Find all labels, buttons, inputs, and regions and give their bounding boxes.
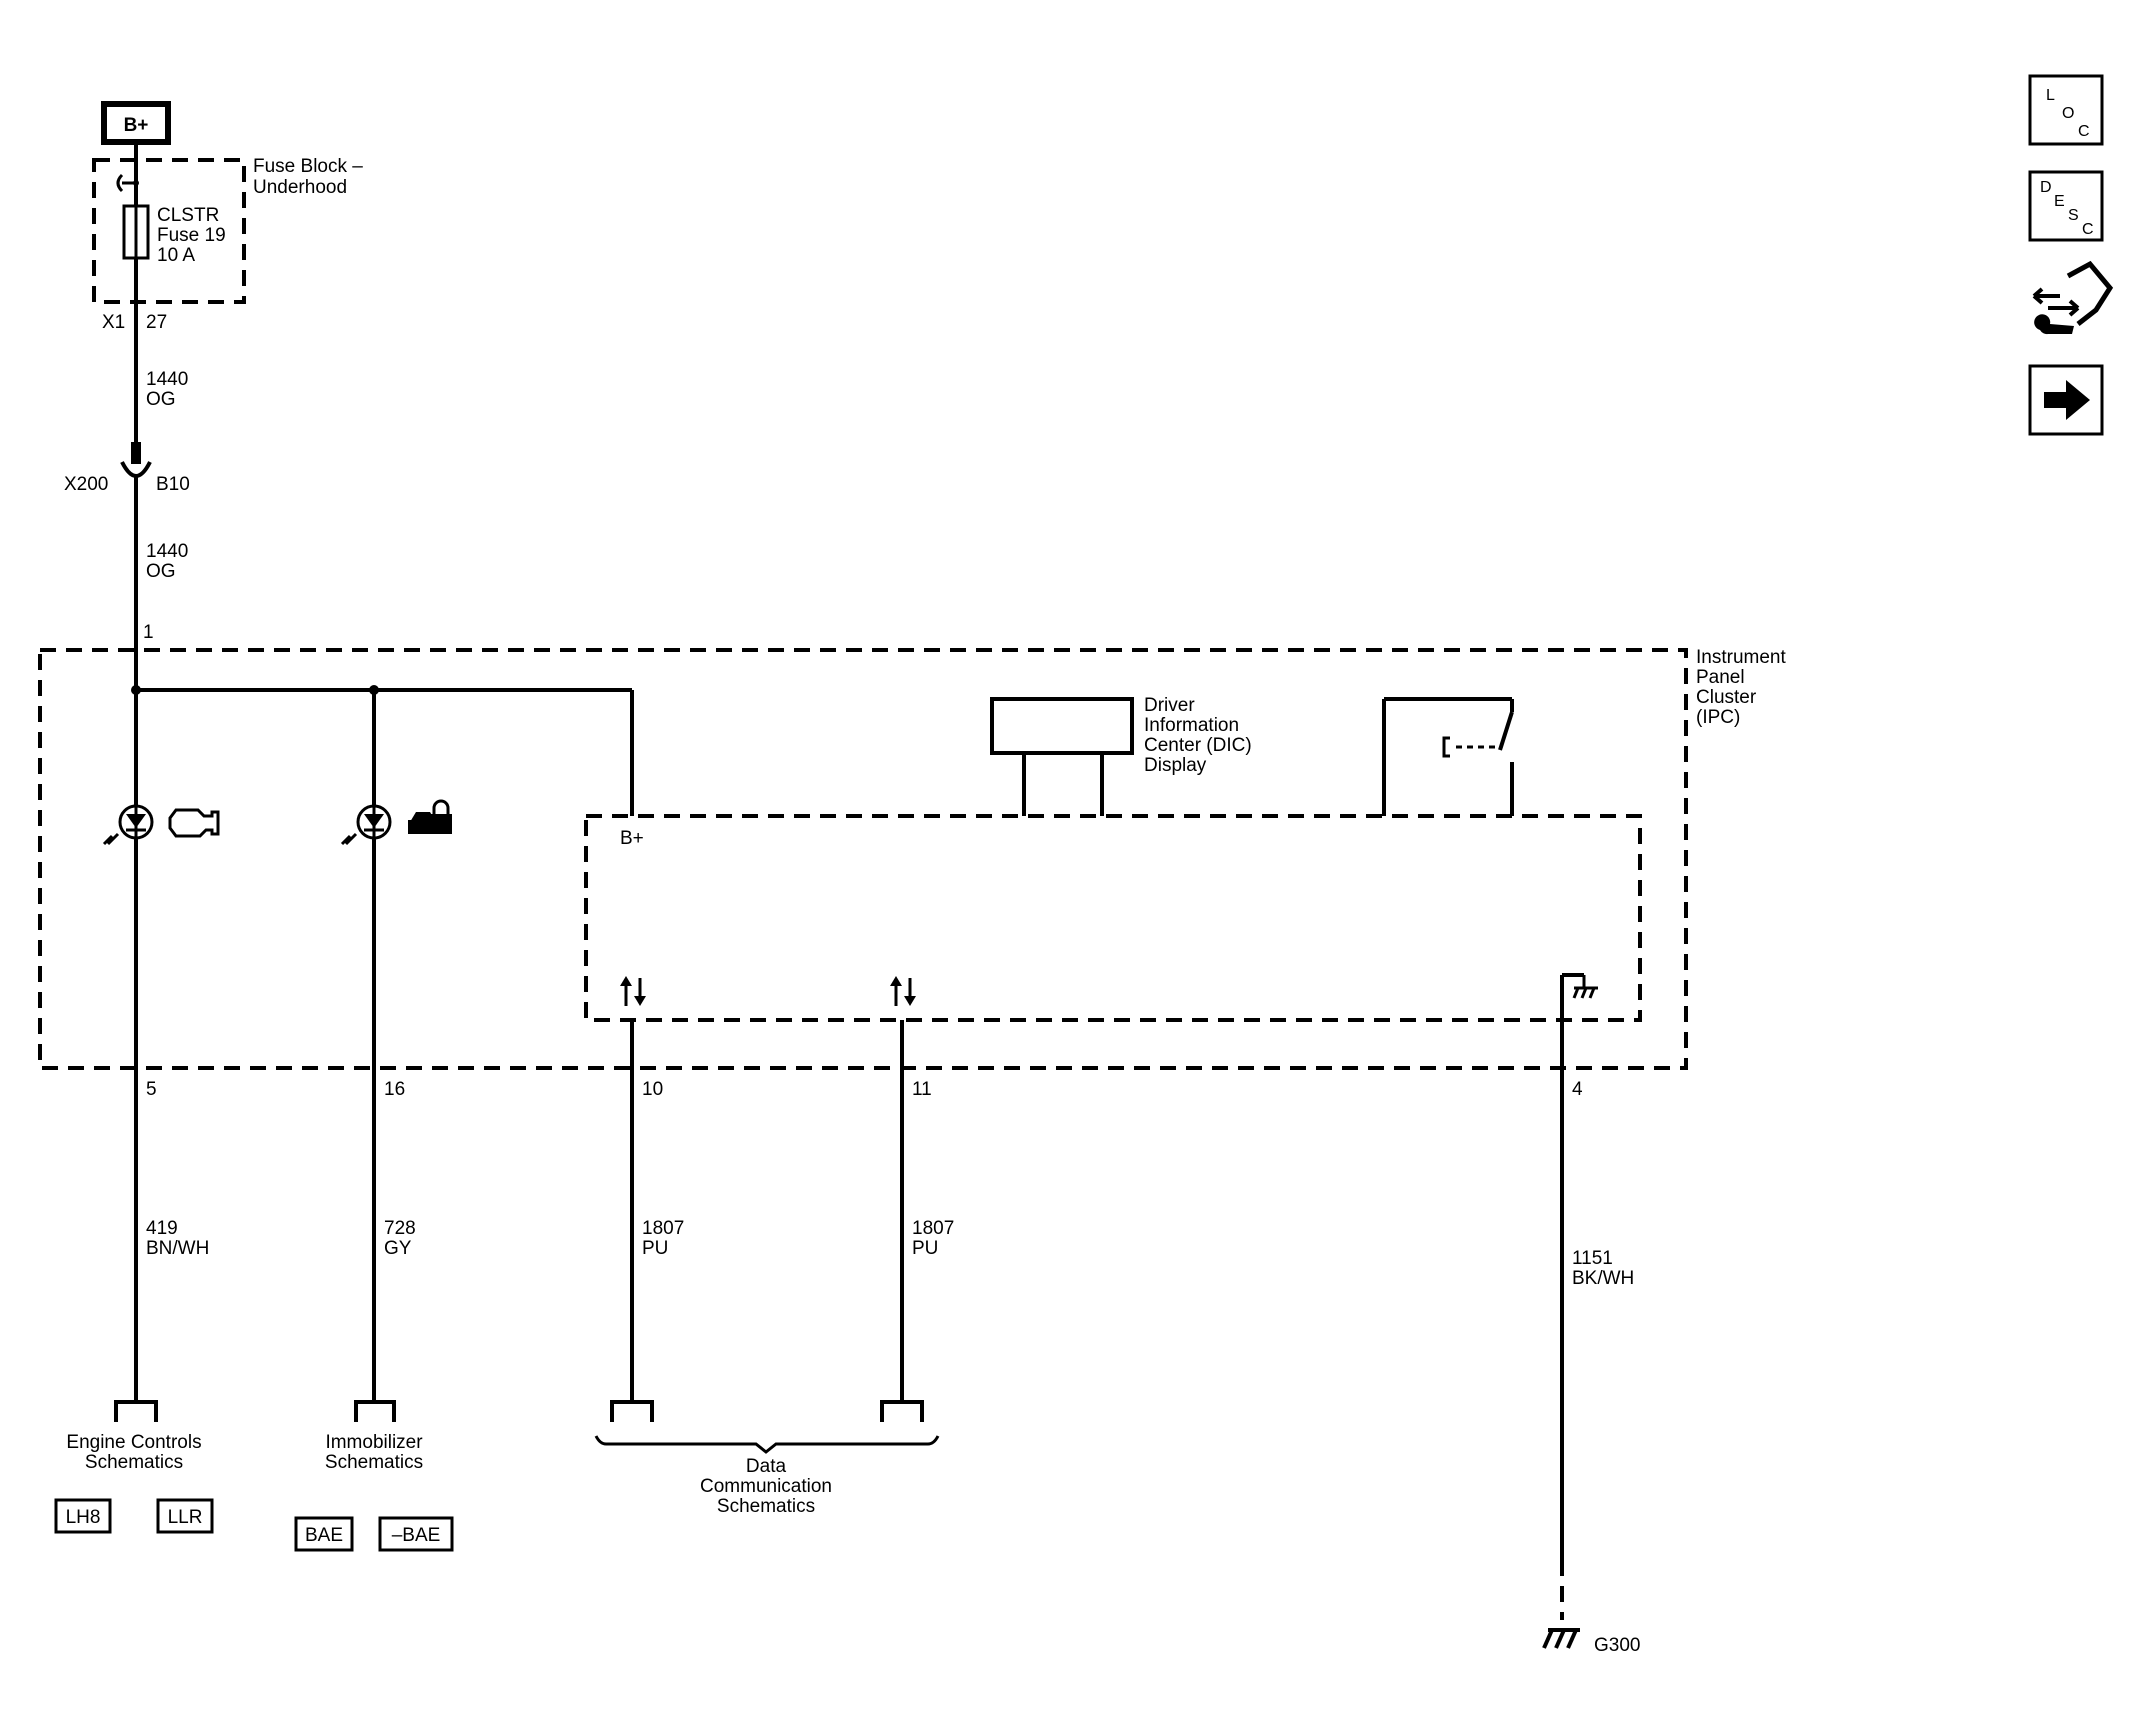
ipc-label-4: (IPC) bbox=[1696, 707, 1740, 728]
dic-label-4: Display bbox=[1144, 755, 1207, 776]
pin-10: 10 bbox=[642, 1079, 663, 1100]
data-line-pin-10 bbox=[620, 976, 646, 1400]
battery-source-label: B+ bbox=[124, 115, 149, 136]
data-ref-label-2: Communication bbox=[700, 1476, 832, 1497]
inline-connector-name: X200 bbox=[64, 474, 108, 495]
feed-wire-1-color: OG bbox=[146, 389, 176, 410]
engine-icon bbox=[168, 808, 220, 838]
pin-4: 4 bbox=[1572, 1079, 1583, 1100]
pin-11: 11 bbox=[912, 1079, 932, 1100]
immo-ref-label-2: Schematics bbox=[325, 1452, 423, 1473]
wire-728-color: GY bbox=[384, 1238, 412, 1259]
fuse-block: Fuse Block – Underhood CLSTR Fuse 19 10 … bbox=[92, 142, 363, 445]
engine-controls-reference[interactable]: Engine Controls Schematics bbox=[66, 1400, 202, 1473]
location-view-button[interactable]: L O C bbox=[2028, 74, 2104, 146]
engine-option-llr[interactable]: LLR bbox=[156, 1498, 214, 1534]
security-lamp bbox=[340, 799, 452, 846]
ipc-label-3: Cluster bbox=[1696, 687, 1757, 708]
arrow-right-icon bbox=[2044, 380, 2090, 420]
fuse-name: CLSTR bbox=[157, 205, 219, 226]
dic-label-2: Information bbox=[1144, 715, 1239, 736]
battery-source: B+ bbox=[101, 101, 171, 145]
next-page-button[interactable] bbox=[2028, 364, 2104, 436]
ipc-control-module: B+ bbox=[584, 814, 1642, 1022]
feed-wire-2-circuit: 1440 bbox=[146, 541, 188, 562]
pin-16: 16 bbox=[384, 1079, 405, 1100]
desc-letter-s: S bbox=[2068, 207, 2079, 224]
dic-display: Driver Information Center (DIC) Display bbox=[990, 695, 1252, 816]
wire-1151-circuit: 1151 bbox=[1572, 1248, 1613, 1269]
desc-letter-c: C bbox=[2082, 221, 2094, 238]
car-lock-icon bbox=[408, 799, 452, 834]
instrument-panel-cluster: Instrument Panel Cluster (IPC) bbox=[38, 647, 1786, 1070]
loc-letter-c: C bbox=[2078, 123, 2090, 140]
wire-1807-b-color: PU bbox=[912, 1238, 938, 1259]
inline-connector-pin: B10 bbox=[156, 474, 190, 495]
engine-option-lh8[interactable]: LH8 bbox=[54, 1498, 112, 1534]
immo-ref-label-1: Immobilizer bbox=[325, 1432, 423, 1453]
immo-option-no-bae[interactable]: –BAE bbox=[378, 1516, 454, 1552]
fuse-number: Fuse 19 bbox=[157, 225, 226, 246]
hand-wrench-icon bbox=[2032, 260, 2114, 335]
ground-circuit: G300 bbox=[1542, 973, 1640, 1656]
engine-option-llr-label: LLR bbox=[168, 1507, 203, 1528]
engine-ref-label-1: Engine Controls bbox=[66, 1432, 201, 1453]
engine-ref-label-2: Schematics bbox=[85, 1452, 183, 1473]
loc-letter-o: O bbox=[2062, 105, 2074, 122]
fuse-block-label-2: Underhood bbox=[253, 177, 347, 198]
diagnostic-procedure-button[interactable] bbox=[2032, 260, 2114, 335]
dic-label-1: Driver bbox=[1144, 695, 1195, 716]
chassis-ground-icon bbox=[1542, 1628, 1580, 1649]
wire-1807-b-circuit: 1807 bbox=[912, 1218, 954, 1239]
desc-letter-e: E bbox=[2054, 193, 2065, 210]
ipc-internal-bplus: B+ bbox=[620, 828, 644, 849]
description-view-button[interactable]: D E S C bbox=[2028, 170, 2104, 242]
data-line-pin-11 bbox=[890, 976, 916, 1400]
pin-5: 5 bbox=[146, 1079, 157, 1100]
immo-option-no-bae-label: –BAE bbox=[392, 1525, 441, 1546]
data-ref-label-1: Data bbox=[746, 1456, 787, 1477]
connector-x1-pin: 27 bbox=[146, 312, 167, 333]
wire-419-color: BN/WH bbox=[146, 1238, 209, 1259]
ipc-feed-pin: 1 bbox=[143, 622, 154, 643]
data-ref-label-3: Schematics bbox=[717, 1496, 815, 1517]
wire-728-circuit: 728 bbox=[384, 1218, 416, 1239]
wire-1807-a-circuit: 1807 bbox=[642, 1218, 684, 1239]
loc-letter-l: L bbox=[2046, 87, 2055, 104]
fuse-block-label-1: Fuse Block – bbox=[253, 156, 363, 177]
internal-ground-icon bbox=[1572, 975, 1598, 999]
fuse-rating: 10 A bbox=[157, 245, 195, 266]
check-engine-lamp bbox=[102, 804, 220, 846]
immo-option-bae-label: BAE bbox=[305, 1525, 343, 1546]
connector-x1-name: X1 bbox=[102, 312, 125, 333]
wire-1807-a-color: PU bbox=[642, 1238, 668, 1259]
engine-option-lh8-label: LH8 bbox=[66, 1507, 101, 1528]
desc-letter-d: D bbox=[2040, 179, 2052, 196]
wire-419-circuit: 419 bbox=[146, 1218, 178, 1239]
data-communication-reference[interactable]: Data Communication Schematics bbox=[594, 1400, 940, 1517]
immobilizer-reference[interactable]: Immobilizer Schematics bbox=[325, 1400, 423, 1473]
ipc-internal-bus bbox=[131, 685, 634, 1400]
ground-name: G300 bbox=[1594, 1635, 1640, 1656]
ipc-label-2: Panel bbox=[1696, 667, 1745, 688]
bidirectional-arrow-icon bbox=[890, 976, 916, 1006]
wire-1151-color: BK/WH bbox=[1572, 1268, 1634, 1289]
dic-label-3: Center (DIC) bbox=[1144, 735, 1252, 756]
ipc-internal-switch bbox=[1382, 697, 1514, 816]
feed-wire-2-color: OG bbox=[146, 561, 176, 582]
inline-connector-x200: X200 B10 bbox=[64, 442, 190, 690]
ipc-label-1: Instrument bbox=[1696, 647, 1786, 668]
bidirectional-arrow-icon bbox=[620, 976, 646, 1006]
feed-wire-1-circuit: 1440 bbox=[146, 369, 188, 390]
immo-option-bae[interactable]: BAE bbox=[294, 1516, 354, 1552]
